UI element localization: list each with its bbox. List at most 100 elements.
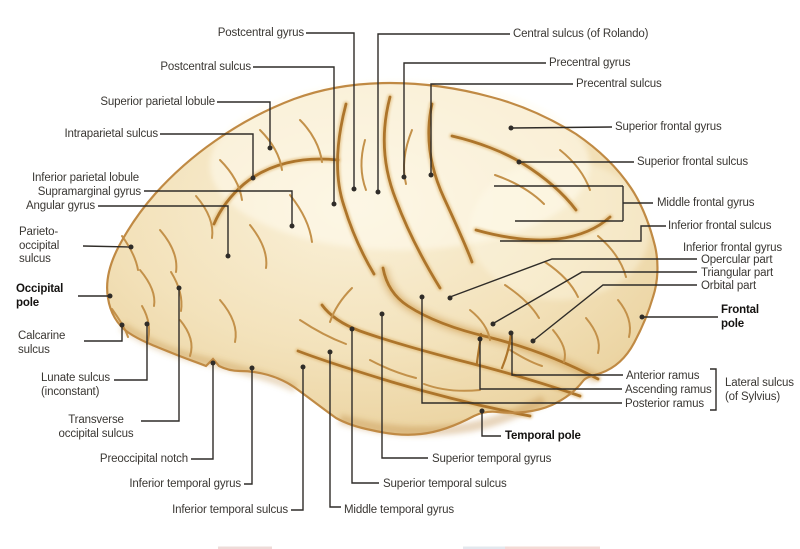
cerebrum-body	[107, 80, 658, 435]
label-ascending-ramus: Ascending ramus	[625, 384, 712, 396]
superior-frontal-sulcus-line	[450, 134, 578, 212]
lateral-sulcus-line	[381, 266, 600, 381]
leader-postcentral-gyrus	[306, 32, 355, 189]
leader-intraparietal-sulcus	[160, 133, 254, 178]
label-calcarine-sulcus: Calcarine sulcus	[18, 330, 65, 357]
label-temporal-pole: Temporal pole	[505, 430, 581, 442]
leader-inferior-temporal-gyrus	[244, 369, 253, 485]
label-occipital-pole: Occipital pole	[16, 283, 63, 310]
label-superior-frontal-gyrus: Superior frontal gyrus	[615, 121, 722, 133]
label-middle-frontal-gyrus: Middle frontal gyrus	[657, 197, 755, 209]
leader-preoccipital-notch	[191, 364, 214, 460]
label-lunate-sulcus: Lunate sulcus (inconstant)	[41, 372, 110, 399]
leader-superior-parietal-lobule	[217, 101, 271, 148]
label-anterior-ramus: Anterior ramus	[626, 370, 700, 382]
label-superior-parietal-lobule: Superior parietal lobule	[100, 96, 215, 108]
label-line: (of Sylvius)	[725, 390, 781, 403]
label-middle-temporal-gyrus: Middle temporal gyrus	[344, 504, 454, 516]
label-line: Calcarine	[18, 330, 66, 342]
leader-angular-gyrus	[98, 205, 229, 256]
label-lateral-sulcus: Lateral sulcus (of Sylvius)	[725, 377, 794, 404]
label-intraparietal-sulcus: Intraparietal sulcus	[64, 128, 158, 140]
label-line: pole	[721, 317, 745, 330]
leader-lunate-sulcus	[114, 325, 148, 381]
leader-superior-temporal-sulcus	[351, 330, 379, 484]
cropped-element-sliver-blue	[463, 546, 505, 549]
leader-posterior-ramus	[421, 298, 622, 404]
leader-inferior-temporal-sulcus	[291, 368, 304, 511]
cropped-element-sliver-pink	[218, 546, 272, 549]
label-inferior-parietal-lobule: Inferior parietal lobule	[32, 172, 139, 184]
label-parieto-occipital-sulcus: Parieto- occipital sulcus	[19, 226, 59, 267]
leader-lines	[78, 32, 718, 511]
label-inferior-temporal-sulcus: Inferior temporal sulcus	[172, 504, 288, 516]
label-line: occipital sulcus	[58, 427, 134, 440]
sulci-major	[212, 95, 612, 418]
leader-temporal-pole	[481, 412, 501, 437]
leader-middle-temporal-gyrus	[329, 353, 341, 508]
leader-central-sulcus	[377, 33, 510, 191]
intraparietal-sulcus-line	[212, 157, 340, 226]
leader-anterior-ramus	[511, 334, 623, 376]
lateral-sulcus-bracket	[710, 368, 717, 411]
label-supramarginal-gyrus: Supramarginal gyrus	[37, 186, 141, 198]
leader-superior-frontal-gyrus	[511, 126, 613, 129]
anterior-ramus-line	[500, 331, 513, 370]
label-orbital-part: Orbital part	[701, 280, 757, 292]
label-superior-frontal-sulcus: Superior frontal sulcus	[637, 156, 748, 168]
sulci-minor	[111, 119, 631, 392]
label-line: occipital	[19, 239, 60, 252]
label-line: pole	[16, 296, 40, 309]
label-opercular-part: Opercular part	[701, 254, 773, 266]
leader-dots	[107, 125, 645, 414]
postcentral-sulcus-line	[336, 102, 376, 276]
cropped-element-sliver-red	[505, 546, 600, 549]
label-precentral-sulcus: Precentral sulcus	[576, 78, 662, 90]
inferior-frontal-sulcus-line	[474, 215, 612, 242]
central-sulcus-line	[382, 95, 442, 290]
label-line: Lunate sulcus	[41, 372, 111, 384]
leader-triangular-part	[493, 271, 697, 324]
leader-precentral-gyrus	[403, 62, 546, 176]
label-posterior-ramus: Posterior ramus	[625, 398, 704, 410]
label-preoccipital-notch: Preoccipital notch	[99, 453, 188, 465]
inferior-temporal-sulcus-line	[296, 349, 532, 418]
label-line: sulcus	[19, 253, 51, 265]
label-transverse-occipital-sulcus: Transverse occipital sulcus	[50, 414, 142, 441]
frontal-highlight	[470, 160, 650, 300]
label-line: Frontal	[721, 304, 759, 316]
label-line: Transverse	[68, 414, 124, 426]
label-precentral-gyrus: Precentral gyrus	[549, 57, 631, 69]
label-central-sulcus: Central sulcus (of Rolando)	[513, 28, 649, 40]
label-inferior-temporal-gyrus: Inferior temporal gyrus	[129, 478, 241, 490]
leader-opercular-part	[449, 258, 697, 298]
label-frontal-pole: Frontal pole	[721, 304, 759, 331]
cropped-bottom-slivers	[218, 546, 600, 549]
label-angular-gyrus: Angular gyrus	[25, 200, 95, 212]
leader-inferior-frontal-sulcus	[500, 225, 666, 242]
label-line: sulcus	[18, 343, 50, 356]
leader-superior-temporal-gyrus	[381, 315, 428, 459]
label-superior-temporal-gyrus: Superior temporal gyrus	[432, 453, 552, 465]
label-superior-temporal-sulcus: Superior temporal sulcus	[383, 478, 507, 490]
label-inferior-frontal-sulcus: Inferior frontal sulcus	[668, 220, 772, 232]
precentral-sulcus-line	[427, 102, 474, 264]
leader-precentral-sulcus	[430, 83, 573, 175]
leader-calcarine-sulcus	[84, 326, 123, 342]
label-line: (inconstant)	[41, 385, 100, 398]
label-postcentral-gyrus: Postcentral gyrus	[217, 27, 304, 39]
label-triangular-part: Triangular part	[701, 267, 774, 279]
leader-postcentral-sulcus	[253, 66, 335, 204]
ascending-ramus-line	[475, 332, 483, 365]
label-line: Occipital	[16, 283, 64, 295]
label-inferior-frontal-gyrus: Inferior frontal gyrus	[683, 242, 782, 254]
label-postcentral-sulcus: Postcentral sulcus	[160, 61, 251, 73]
superior-temporal-sulcus-line	[320, 303, 582, 398]
label-line: Parieto-	[19, 226, 59, 238]
leader-orbital-part	[533, 284, 697, 341]
leader-ascending-ramus	[479, 340, 622, 390]
leader-supramarginal-gyrus	[144, 190, 293, 226]
leader-transverse-occipital-sulcus	[141, 289, 180, 422]
